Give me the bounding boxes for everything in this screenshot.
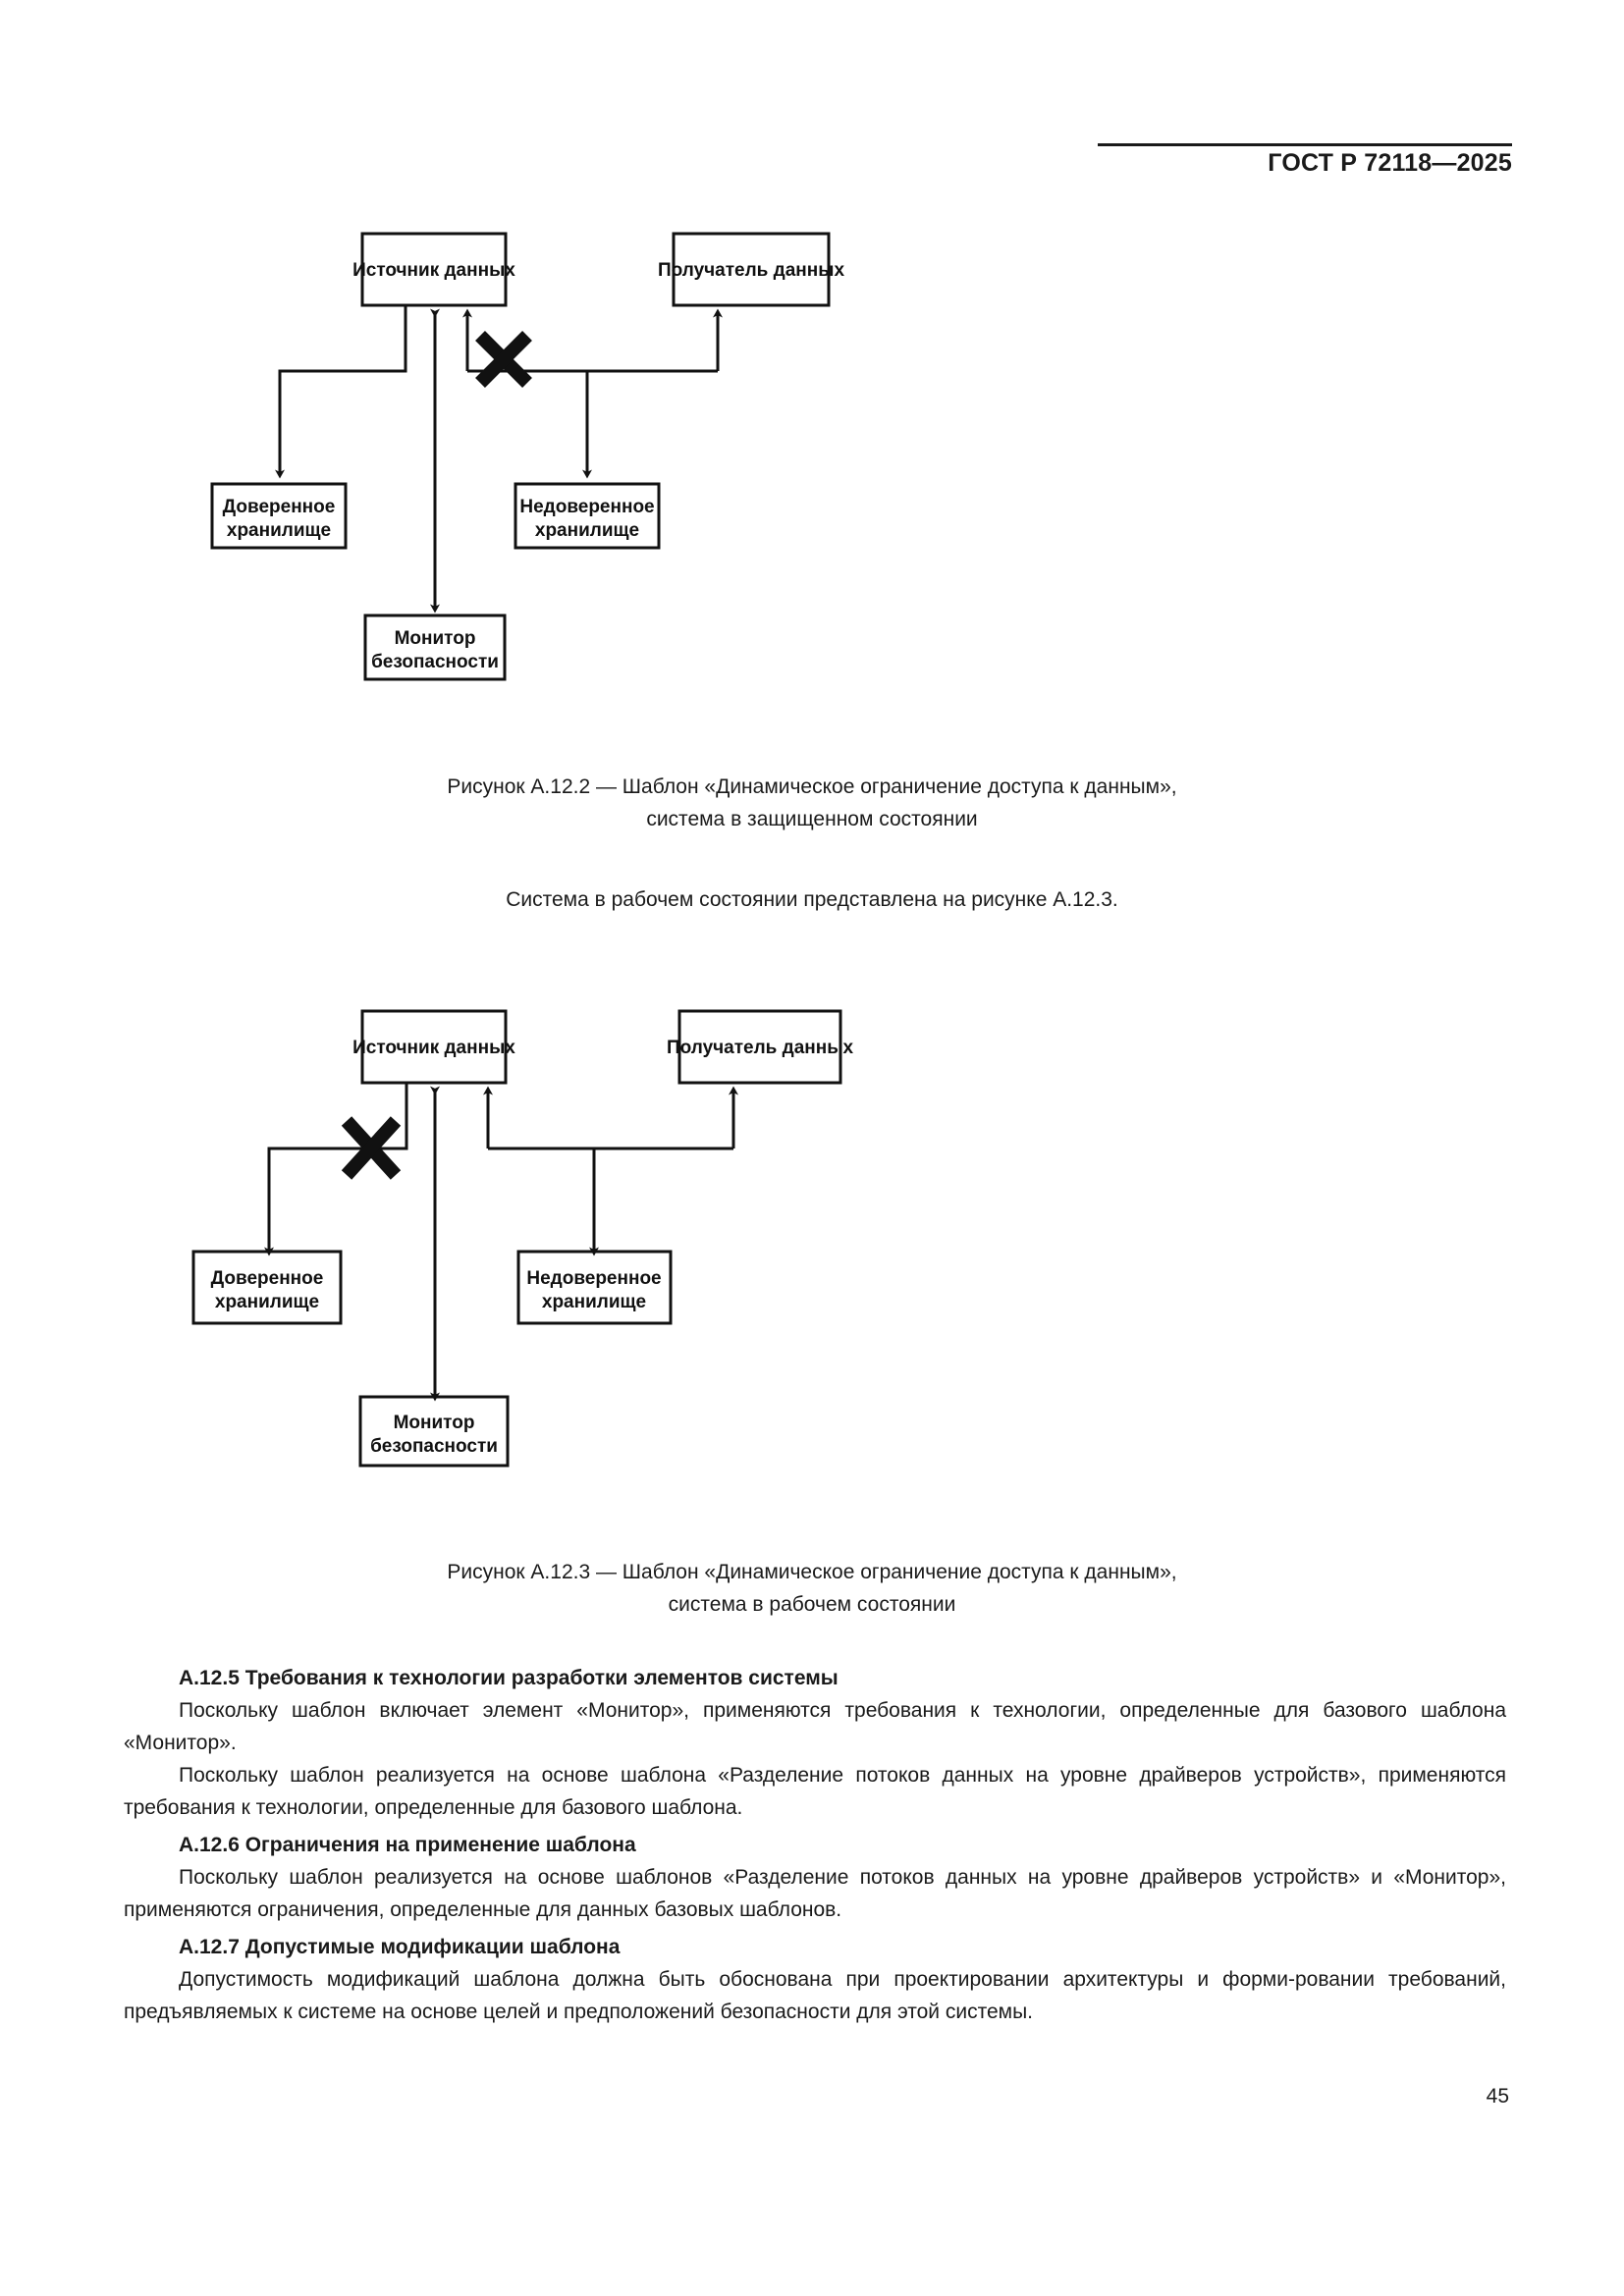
page-number: 45 [1486,2085,1509,2108]
paragraph-a-12-5-1: Поскольку шаблон включает элемент «Монит… [124,1699,1506,1754]
blocked-x-icon [341,1116,402,1180]
figure-2-caption: Рисунок А.12.3 — Шаблон «Динамическое ог… [0,1556,1624,1621]
node-untrusted-storage-label-1: Недоверенное [519,497,654,517]
blocked-x-icon [475,331,532,388]
heading-a-12-5: А.12.5 Требования к технологии разработк… [179,1667,839,1689]
node-source-label: Источник данных [352,1038,515,1058]
node-monitor-rect [363,614,507,681]
node-trusted-storage-label-1: Доверенное [223,497,336,517]
figure-2-caption-line-2: система в рабочем состоянии [668,1593,956,1616]
edge-source-to-trusted [275,305,407,479]
heading-a-12-7: А.12.7 Допустимые модификации шаблона [179,1936,621,1958]
figure-a-12-2: Источник данных Получатель данных Довере… [0,211,1624,761]
node-source-label: Источник данных [352,260,515,281]
node-untrusted-storage-label-2: хранилище [535,520,639,541]
node-receiver-label: Получатель данных [667,1038,853,1058]
node-untrusted-storage-label-1: Недоверенное [526,1268,661,1289]
node-monitor-label-2: безопасности [370,1436,498,1457]
node-untrusted-storage-rect [514,482,661,550]
node-trusted-storage-rect [191,1250,343,1325]
figure-1-caption: Рисунок А.12.2 — Шаблон «Динамическое ог… [0,771,1624,835]
node-monitor-label-1: Монитор [395,628,476,649]
node-source-rect [360,232,508,307]
interstitial-note: Система в рабочем состоянии представлена… [506,888,1118,911]
node-trusted-storage-label-2: хранилище [215,1292,319,1312]
node-untrusted-storage-rect [516,1250,673,1325]
node-monitor-label-2: безопасности [371,652,499,672]
node-trusted-storage-rect [210,482,348,550]
figure-a-12-3: Источник данных Получатель данных Довере… [0,991,1624,1522]
heading-a-12-6: А.12.6 Ограничения на применение шаблона [179,1834,636,1856]
node-source-rect [360,1009,508,1085]
node-monitor-label-1: Монитор [394,1413,475,1433]
standard-header: ГОСТ Р 72118—2025 [1268,149,1512,177]
header-rule [1098,143,1512,146]
paragraph-a-12-6-1: Поскольку шаблон реализуется на основе ш… [124,1866,1506,1921]
node-receiver-rect [677,1009,842,1085]
node-receiver-rect [672,232,831,307]
paragraph-a-12-5-2: Поскольку шаблон реализуется на основе ш… [124,1764,1506,1819]
figure-2-caption-line-1: Рисунок А.12.3 — Шаблон «Динамическое ог… [447,1561,1177,1583]
figure-1-caption-line-2: система в защищенном состоянии [646,808,978,830]
node-trusted-storage-label-2: хранилище [227,520,331,541]
body-text: А.12.5 Требования к технологии разработк… [124,1663,1506,2028]
node-monitor-rect [358,1395,510,1468]
node-receiver-label: Получатель данных [658,260,844,281]
paragraph-a-12-7-1: Допустимость модификаций шаблона должна … [124,1968,1506,2023]
edge-source-to-trusted-blocked [264,1083,408,1256]
node-untrusted-storage-label-2: хранилище [542,1292,646,1312]
node-trusted-storage-label-1: Доверенное [211,1268,324,1289]
figure-1-caption-line-1: Рисунок А.12.2 — Шаблон «Динамическое ог… [447,775,1177,798]
